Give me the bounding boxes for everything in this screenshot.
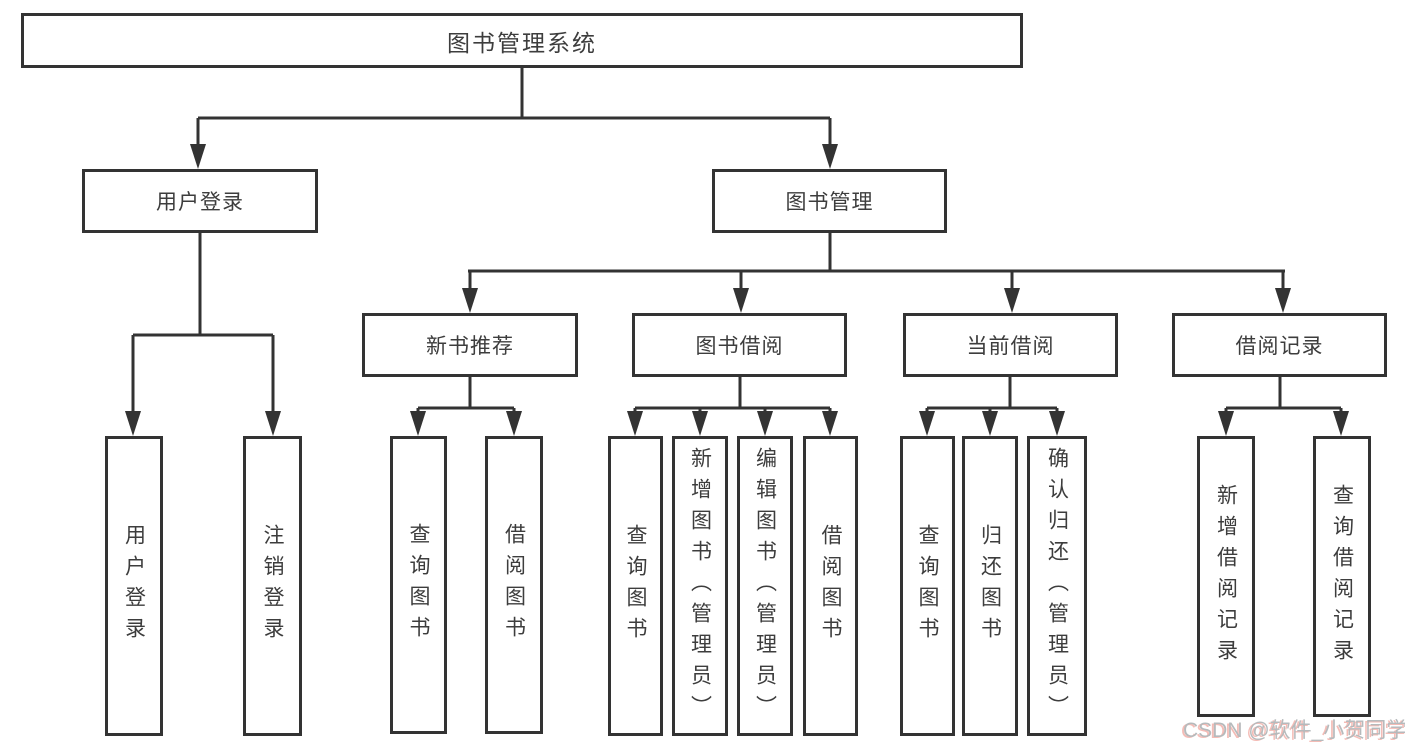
connector-current-borrow-to-leaves (925, 377, 1059, 413)
arrowhead-icon (627, 411, 643, 436)
arrowhead-icon (1333, 411, 1349, 436)
leaf-query-borrow-record: 查询借阅记录 (1313, 436, 1371, 717)
leaf-borrow-books-recommend: 借阅图书 (485, 436, 543, 734)
arrowhead-icon (1049, 411, 1065, 436)
node-user-login: 用户登录 (82, 169, 318, 233)
leaf-edit-book-admin: 编辑图书（管理员） (737, 436, 793, 736)
arrowhead-icon (265, 411, 281, 436)
arrowhead-icon (919, 411, 935, 436)
arrowhead-icon (757, 411, 773, 436)
arrowhead-icon (1275, 288, 1291, 313)
leaf-add-book-admin: 新增图书（管理员） (672, 436, 728, 736)
arrowhead-icon (462, 288, 478, 313)
leaf-return-books: 归还图书 (962, 436, 1018, 736)
arrowhead-icon (982, 411, 998, 436)
node-book-management: 图书管理 (712, 169, 947, 233)
leaf-add-borrow-record: 新增借阅记录 (1197, 436, 1255, 717)
node-book-management-system: 图书管理系统 (21, 13, 1023, 68)
leaf-borrow-books: 借阅图书 (803, 436, 858, 736)
arrowhead-icon (125, 411, 141, 436)
connector-user-login-to-leaves (131, 233, 275, 413)
node-new-book-recommend: 新书推荐 (362, 313, 578, 377)
arrowhead-icon (692, 411, 708, 436)
arrowhead-icon (733, 288, 749, 313)
leaf-query-books-recommend: 查询图书 (390, 436, 447, 734)
arrowhead-icon (1218, 411, 1234, 436)
connector-book-borrow-to-leaves (633, 377, 832, 413)
node-borrow-records: 借阅记录 (1172, 313, 1387, 377)
connector-book-management-to-level3 (468, 233, 1285, 290)
leaf-query-books-borrow: 查询图书 (608, 436, 663, 736)
connector-new-book-recommend-to-leaves (416, 377, 516, 413)
leaf-logout: 注销登录 (243, 436, 302, 736)
connector-borrow-records-to-leaves (1224, 377, 1343, 413)
connector-root-to-level2 (196, 68, 832, 146)
node-book-borrow: 图书借阅 (632, 313, 847, 377)
arrowhead-icon (822, 411, 838, 436)
arrowhead-icon (190, 144, 206, 169)
arrowhead-icon (506, 411, 522, 436)
leaf-confirm-return-admin: 确认归还（管理员） (1027, 436, 1087, 736)
leaf-query-books-current: 查询图书 (900, 436, 955, 736)
arrowhead-icon (410, 411, 426, 436)
arrowhead-icon (822, 144, 838, 169)
node-current-borrow: 当前借阅 (903, 313, 1118, 377)
leaf-user-login: 用户登录 (105, 436, 163, 736)
watermark: CSDN @软件_小贺同学 (1183, 719, 1405, 742)
arrowhead-icon (1004, 288, 1020, 313)
